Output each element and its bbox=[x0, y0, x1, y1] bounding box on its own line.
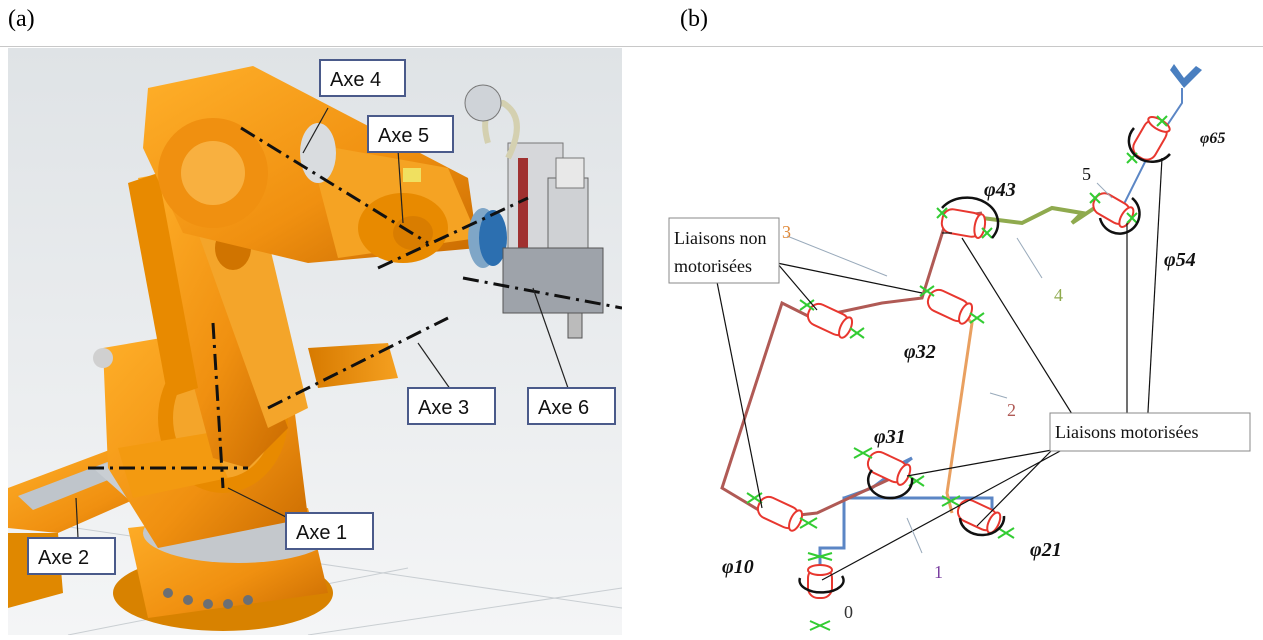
angle-phi21: φ21 bbox=[1030, 539, 1062, 561]
upper-arm bbox=[143, 66, 478, 263]
body-number-5: 5 bbox=[1082, 164, 1091, 184]
axes-dashes bbox=[88, 126, 623, 489]
angle-phi65: φ65 bbox=[1200, 130, 1225, 147]
angle-phi43: φ43 bbox=[984, 179, 1016, 201]
non-motorized-line2: motorisées bbox=[674, 256, 752, 276]
angle-phi32: φ32 bbox=[904, 341, 936, 363]
joint-31 bbox=[866, 450, 912, 486]
axe-4-label: Axe 4 bbox=[330, 69, 381, 91]
joint-32 bbox=[926, 288, 974, 325]
axe-5-label: Axe 5 bbox=[378, 125, 429, 147]
rotation-arrows bbox=[798, 127, 1171, 594]
kinematic-diagram: Liaisons non motorisées Liaisons motoris… bbox=[622, 48, 1263, 635]
motorized-callout: Liaisons motorisées bbox=[1049, 412, 1251, 452]
end-effector bbox=[1170, 64, 1202, 88]
rotation-arrow-65 bbox=[1127, 127, 1171, 163]
axe-4-callout: Axe 4 bbox=[319, 59, 406, 97]
non-motorized-callout: Liaisons non motorisées bbox=[668, 217, 780, 284]
top-divider bbox=[0, 46, 1263, 47]
kinematic-svg: Liaisons non motorisées Liaisons motoris… bbox=[668, 64, 1251, 631]
rotation-arrow-21 bbox=[958, 515, 1006, 537]
axe-1-label: Axe 1 bbox=[296, 522, 347, 544]
axe-3-callout: Axe 3 bbox=[407, 387, 496, 425]
rotation-arrow-54 bbox=[1098, 197, 1141, 235]
body-number-0: 0 bbox=[844, 602, 853, 622]
leader-lines bbox=[716, 157, 1163, 581]
angle-phi31: φ31 bbox=[874, 426, 906, 448]
axe-2-callout: Axe 2 bbox=[27, 537, 116, 575]
joint-65 bbox=[1132, 116, 1171, 161]
body-number-pointers bbox=[786, 182, 1113, 554]
joint-21 bbox=[956, 498, 1002, 534]
angle-phi10: φ10 bbox=[722, 556, 754, 578]
body-3-link bbox=[720, 211, 983, 520]
body-number-4: 4 bbox=[1054, 285, 1063, 305]
motorized-label: Liaisons motorisées bbox=[1055, 422, 1198, 442]
joint-3-left bbox=[806, 302, 854, 339]
axe-3-label: Axe 3 bbox=[418, 397, 469, 419]
panel-label-b: (b) bbox=[680, 6, 708, 32]
axe-2-label: Axe 2 bbox=[38, 547, 89, 569]
non-motorized-line1: Liaisons non bbox=[674, 228, 767, 248]
angle-phi54: φ54 bbox=[1164, 249, 1196, 271]
panel-label-a: (a) bbox=[8, 6, 35, 32]
rotation-arrow-43 bbox=[941, 196, 1000, 239]
robot-illustration: Axe 4 Axe 5 Axe 3 Axe 6 Axe 1 Axe 2 bbox=[7, 48, 623, 636]
joints bbox=[756, 116, 1171, 599]
robot-svg: Axe 4 Axe 5 Axe 3 Axe 6 Axe 1 Axe 2 bbox=[7, 48, 623, 636]
rotation-arrow-10 bbox=[798, 575, 845, 594]
axe-6-callout: Axe 6 bbox=[527, 387, 616, 425]
joint-43 bbox=[940, 208, 987, 239]
body-number-2: 2 bbox=[1007, 400, 1016, 420]
joint-axis-ticks bbox=[746, 115, 1168, 631]
joint-10-lower bbox=[756, 495, 804, 532]
axe-6-label: Axe 6 bbox=[538, 397, 589, 419]
lower-arm bbox=[128, 168, 308, 468]
body-number-3: 3 bbox=[782, 222, 791, 242]
axe-5-callout: Axe 5 bbox=[367, 115, 454, 153]
rotation-arrow-31 bbox=[866, 469, 914, 500]
body-number-1: 1 bbox=[934, 562, 943, 582]
joint-54 bbox=[1092, 192, 1135, 228]
body-4-link bbox=[981, 201, 1104, 226]
axe-1-callout: Axe 1 bbox=[285, 512, 374, 550]
body-2-link bbox=[945, 316, 974, 514]
